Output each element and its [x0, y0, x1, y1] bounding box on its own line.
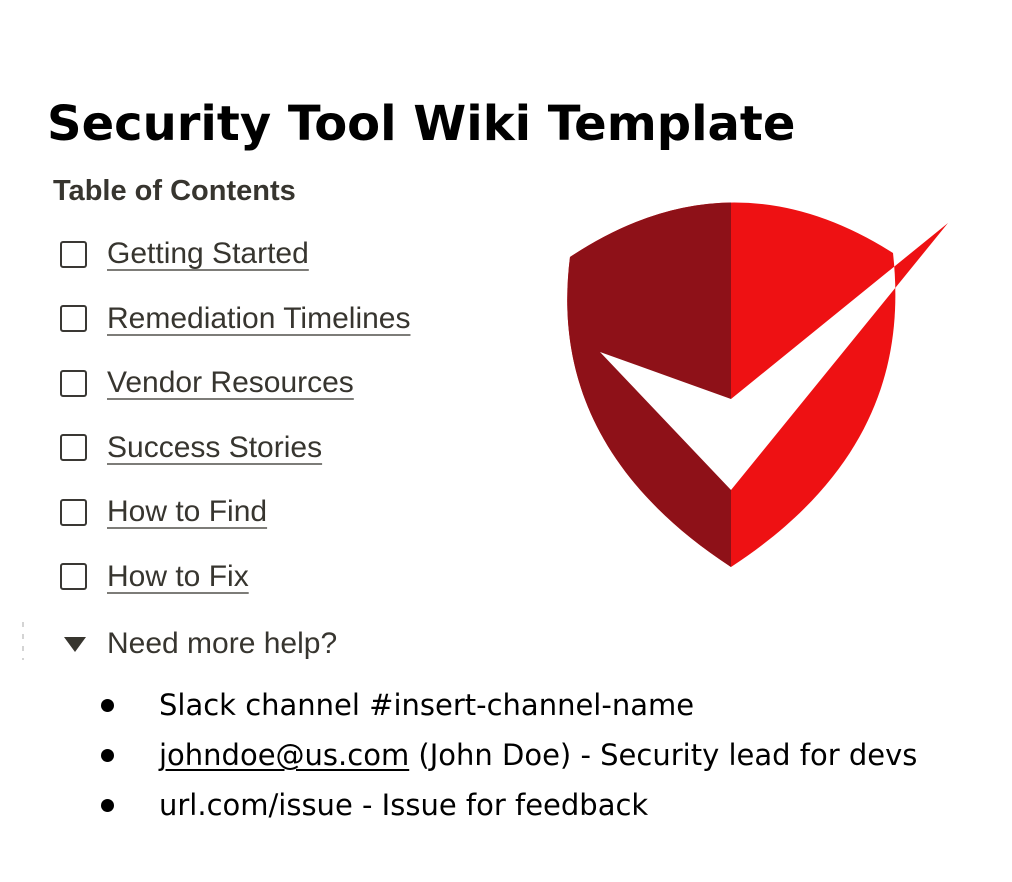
toc-checkbox[interactable]: [60, 498, 87, 526]
toc-row-vendor-resources: Vendor Resources: [60, 351, 410, 416]
bullet-icon: [101, 748, 114, 762]
bullet-icon: [101, 798, 114, 812]
drag-handle-dots: [22, 622, 24, 660]
toc-row-success-stories: Success Stories: [60, 416, 410, 481]
toc-link-vendor-resources[interactable]: Vendor Resources: [107, 366, 354, 400]
bullet-icon: [101, 698, 114, 712]
bullet-text: Slack channel #insert-channel-name: [159, 688, 694, 722]
toc-list: Getting Started Remediation Timelines Ve…: [60, 222, 410, 609]
bullet-text: url.com/issue - Issue for feedback: [159, 788, 648, 822]
toc-checkbox[interactable]: [60, 369, 87, 397]
toc-link-how-to-fix[interactable]: How to Fix: [107, 559, 249, 593]
feedback-url-text: url.com/issue - Issue for feedback: [159, 788, 649, 822]
toc-row-how-to-fix: How to Fix: [60, 545, 410, 610]
toc-checkbox[interactable]: [60, 305, 87, 333]
toc-row-remediation-timelines: Remediation Timelines: [60, 287, 410, 352]
toggle-label[interactable]: Need more help?: [107, 627, 338, 660]
list-item: url.com/issue - Issue for feedback: [101, 780, 917, 830]
toc-row-how-to-find: How to Find: [60, 480, 410, 545]
checkmark-white: [600, 223, 896, 490]
list-item: johndoe@us.com (John Doe) - Security lea…: [101, 730, 917, 780]
bullet-text: johndoe@us.com (John Doe) - Security lea…: [159, 738, 917, 772]
toc-link-how-to-find[interactable]: How to Find: [107, 495, 268, 529]
toc-link-remediation-timelines[interactable]: Remediation Timelines: [107, 301, 411, 335]
toc-row-getting-started: Getting Started: [60, 222, 410, 287]
triangle-down-icon[interactable]: [64, 636, 86, 652]
slack-channel-text: Slack channel #insert-channel-name: [159, 688, 695, 722]
page-title: Security Tool Wiki Template: [47, 96, 796, 153]
toc-heading: Table of Contents: [53, 175, 296, 207]
email-link[interactable]: johndoe@us.com: [159, 738, 410, 772]
shield-check-logo: [567, 202, 948, 567]
toc-checkbox[interactable]: [60, 563, 87, 591]
toc-link-success-stories[interactable]: Success Stories: [107, 430, 323, 464]
toc-checkbox[interactable]: [60, 434, 87, 462]
toc-link-getting-started[interactable]: Getting Started: [107, 237, 309, 271]
help-bullet-list: Slack channel #insert-channel-name johnd…: [101, 680, 917, 830]
toc-checkbox[interactable]: [60, 240, 87, 268]
email-description-text: (John Doe) - Security lead for devs: [409, 738, 918, 772]
toggle-need-more-help[interactable]: Need more help?: [64, 627, 337, 661]
list-item: Slack channel #insert-channel-name: [101, 680, 917, 730]
